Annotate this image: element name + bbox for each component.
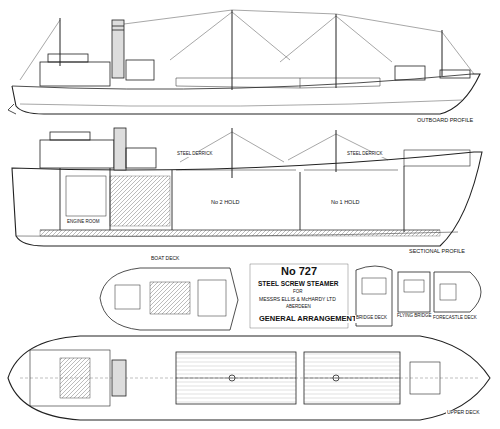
vessel-type: STEEL SCREW STEAMER [257,281,339,288]
room-label: ENGINE ROOM [66,220,101,225]
view-title: OUTBOARD PROFILE [416,118,474,124]
owner-line: FOR [292,290,304,295]
outboard-profile [8,10,480,114]
drawing-number: No 727 [280,266,318,278]
deck-title: FORECASTLE DECK [432,316,478,321]
hold-label: No 1 HOLD [330,200,360,206]
gear-label: STEEL DERRICK [346,152,384,157]
upper-deck-plan [8,336,490,420]
drawing-title: GENERAL ARRANGEMENT [258,315,358,323]
deck-title: BRIDGE DECK [355,316,388,321]
hold-label: No 2 HOLD [210,200,240,206]
deck-title: BOAT DECK [150,256,180,261]
port-name: ABERDEEN [285,305,312,310]
deck-title: UPPER DECK [446,410,481,415]
deck-plans [100,264,481,330]
deck-title: FLYING BRIDGE [396,314,432,319]
view-title: SECTIONAL PROFILE [408,249,466,255]
gear-label: STEEL DERRICK [176,152,214,157]
owner-name: MESSRS ELLIS & McHARDY LTD [258,297,337,302]
sectional-profile [12,128,482,246]
